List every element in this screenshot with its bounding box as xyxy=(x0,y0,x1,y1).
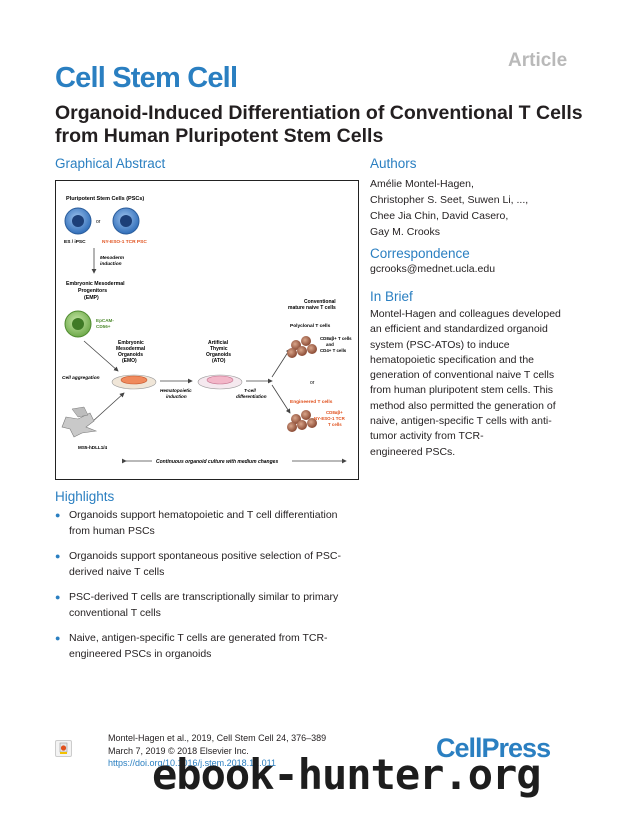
hematopoietic-label-2: induction xyxy=(166,394,187,399)
conventional-label-2: mature naive T cells xyxy=(288,305,336,311)
emp-nucleus-icon xyxy=(72,318,84,330)
engineered-t-cells-icon xyxy=(287,410,317,432)
graphical-abstract-figure: Pluripotent Stem Cells (PSCs) or ES / iP… xyxy=(55,180,359,480)
emo-label-4: (EMO) xyxy=(122,358,137,364)
emo-label-3: Organoids xyxy=(118,352,143,358)
emp-label-3: (EMP) xyxy=(84,295,99,301)
emp-label-2: Progenitors xyxy=(78,288,107,294)
engineered-label: Engineered T cells xyxy=(290,399,333,405)
in-brief-line: method also permitted the generation of xyxy=(370,399,556,412)
ato-label-4: (ATO) xyxy=(212,358,226,364)
citation-block: Montel-Hagen et al., 2019, Cell Stem Cel… xyxy=(108,732,326,770)
cd4-label: CD4+ T cells xyxy=(320,348,347,353)
cd8b-label: CD8αβ+ xyxy=(326,410,343,415)
es-ipsc-label: ES / iPSC xyxy=(64,239,86,245)
ato-label-2: Thymic xyxy=(210,346,228,352)
polyclonal-t-cells-icon xyxy=(287,336,317,358)
t-cell-label-1: T-cell xyxy=(244,388,256,393)
emo-label-1: Embryonic xyxy=(118,340,144,346)
author-line: Amélie Montel-Hagen, xyxy=(370,178,474,190)
ato-label-1: Artificial xyxy=(208,340,229,346)
article-type-label: Article xyxy=(508,50,568,71)
in-brief-line: naive, antigen-specific T cells with ant… xyxy=(370,415,552,428)
or-label-2: or xyxy=(310,380,315,386)
correspondence-heading: Correspondence xyxy=(370,246,470,261)
highlight-item: Naive, antigen-specific T cells are gene… xyxy=(55,631,360,662)
cd56-label: CD56+ xyxy=(96,324,111,329)
author-line: Christopher S. Seet, Suwen Li, ..., xyxy=(370,194,529,206)
cd8-label: CD8αβ+ T cells xyxy=(320,336,352,341)
highlight-item: PSC-derived T cells are transcriptionall… xyxy=(55,590,360,621)
ny-tcr-psc-label: NY-ESO-1 TCR PSC xyxy=(102,239,147,245)
ato-organoid-icon xyxy=(206,375,234,385)
ato-label-3: Organoids xyxy=(206,352,231,358)
cell-aggregation-label: Cell aggregation xyxy=(62,375,100,381)
emp-label-1: Embryonic Mesodermal xyxy=(66,281,125,287)
tcr-psc-nucleus-icon xyxy=(120,215,132,227)
in-brief-line: an efficient and standardized organoid xyxy=(370,323,548,336)
citation-line-1: Montel-Hagen et al., 2019, Cell Stem Cel… xyxy=(108,733,327,743)
in-brief-text: Montel-Hagen and colleagues developed an… xyxy=(370,307,590,460)
in-brief-line: tumor activity from TCR- xyxy=(370,430,484,443)
in-brief-line: hematopoietic specification and the xyxy=(370,353,535,366)
emo-organoid-icon xyxy=(120,375,148,385)
es-ipsc-nucleus-icon xyxy=(72,215,84,227)
conventional-label-1: Conventional xyxy=(304,299,336,305)
and-label: and xyxy=(326,342,334,347)
psc-title-label: Pluripotent Stem Cells (PSCs) xyxy=(66,196,144,202)
engineered-arrow xyxy=(271,384,291,414)
in-brief-line: system (PSC-ATOs) to induce xyxy=(370,338,510,351)
in-brief-line: generation of conventional naive T cells xyxy=(370,369,555,382)
authors-heading: Authors xyxy=(370,156,417,171)
citation-line-2: March 7, 2019 © 2018 Elsevier Inc. xyxy=(108,745,249,756)
or-label-1: or xyxy=(96,219,101,225)
graphical-abstract-heading: Graphical Abstract xyxy=(55,156,166,171)
author-line: Gay M. Crooks xyxy=(370,226,441,238)
journal-name: Cell Stem Cell xyxy=(55,62,238,94)
in-brief-line: from human pluripotent stem cells. This xyxy=(370,384,554,397)
doi-link[interactable]: https://doi.org/10.1016/j.stem.2018.12.0… xyxy=(108,758,276,768)
authors-list: Amélie Montel-Hagen, Christopher S. Seet… xyxy=(370,176,528,240)
check-for-updates-icon[interactable] xyxy=(55,740,72,757)
in-brief-line: engineered PSCs. xyxy=(370,445,456,458)
aggregation-arrow-upper xyxy=(83,340,119,372)
cellpress-logo: CellPress xyxy=(436,733,551,763)
induction-label: induction xyxy=(100,261,122,267)
watermark-text: ebook-hunter.org xyxy=(152,750,542,799)
continuous-culture-label: Continuous organoid culture with medium … xyxy=(156,459,278,465)
highlight-item: Organoids support hematopoietic and T ce… xyxy=(55,508,360,539)
ms5-label: MS5-hDLL1/4 xyxy=(78,445,108,450)
highlights-heading: Highlights xyxy=(55,489,115,504)
highlights-list: Organoids support hematopoietic and T ce… xyxy=(55,508,360,672)
mesoderm-label: Mesoderm xyxy=(100,255,125,261)
aggregation-arrow-lower xyxy=(91,392,125,423)
highlight-item: Organoids support spontaneous positive s… xyxy=(55,549,360,580)
author-line: Chee Jia Chin, David Casero, xyxy=(370,210,509,222)
t-cells-label: T cells xyxy=(328,422,342,427)
polyclonal-label: Polyclonal T cells xyxy=(290,323,331,329)
epcam-label: EpCAM- xyxy=(96,318,114,323)
in-brief-line: Montel-Hagen and colleagues developed xyxy=(370,308,561,320)
correspondence-email[interactable]: gcrooks@mednet.ucla.edu xyxy=(370,263,496,275)
emo-label-2: Mesodermal xyxy=(116,346,146,352)
article-title: Organoid-Induced Differentiation of Conv… xyxy=(55,102,583,147)
polyclonal-arrow xyxy=(271,348,291,378)
in-brief-heading: In Brief xyxy=(370,289,413,304)
hematopoietic-label-1: Hematopoietic xyxy=(160,388,192,393)
ms5-stromal-cell-icon-2 xyxy=(71,406,89,418)
t-cell-label-2: differentiation xyxy=(236,394,267,399)
ny-tcr-label: NY-ESO-1 TCR xyxy=(314,416,346,421)
